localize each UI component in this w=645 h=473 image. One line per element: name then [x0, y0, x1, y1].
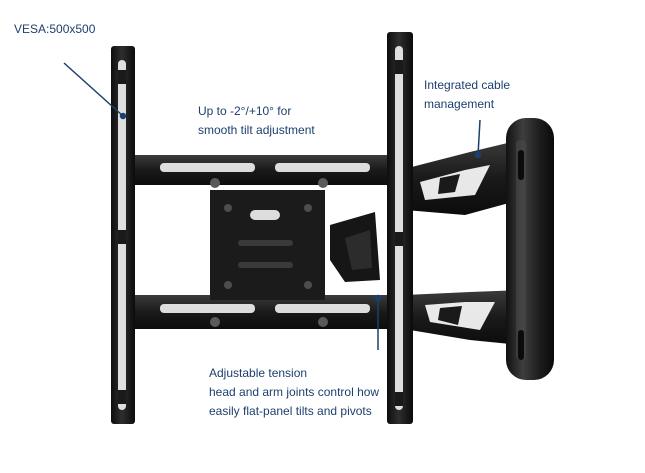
- vesa-leader: [63, 62, 124, 117]
- cable-callout-line-1: Integrated cable: [424, 78, 511, 92]
- vertical-rails: [111, 32, 413, 424]
- tilt-callout: Up to -2°/+10° for smooth tilt adjustmen…: [198, 102, 315, 140]
- tension-callout: Adjustable tension head and arm joints c…: [209, 364, 379, 421]
- horizontal-bars: [130, 155, 410, 329]
- tension-callout-line-1: Adjustable tension: [209, 366, 308, 380]
- tilt-head-plate: [210, 190, 325, 300]
- tilt-callout-line-1: Up to -2°/+10° for: [198, 104, 292, 118]
- articulating-arms: [330, 140, 520, 345]
- cable-leader: [477, 119, 481, 156]
- cable-management-callout: Integrated cable management: [424, 76, 510, 114]
- tension-callout-line-2: head and arm joints control how: [209, 385, 380, 399]
- callout-leader-lines: [63, 62, 482, 350]
- cable-callout-line-2: management: [424, 97, 495, 111]
- tension-callout-line-3: easily flat-panel tilts and pivots: [209, 404, 372, 418]
- vesa-callout: VESA:500x500: [14, 22, 96, 36]
- wall-plate: [506, 118, 554, 380]
- tilt-callout-line-2: smooth tilt adjustment: [198, 123, 315, 137]
